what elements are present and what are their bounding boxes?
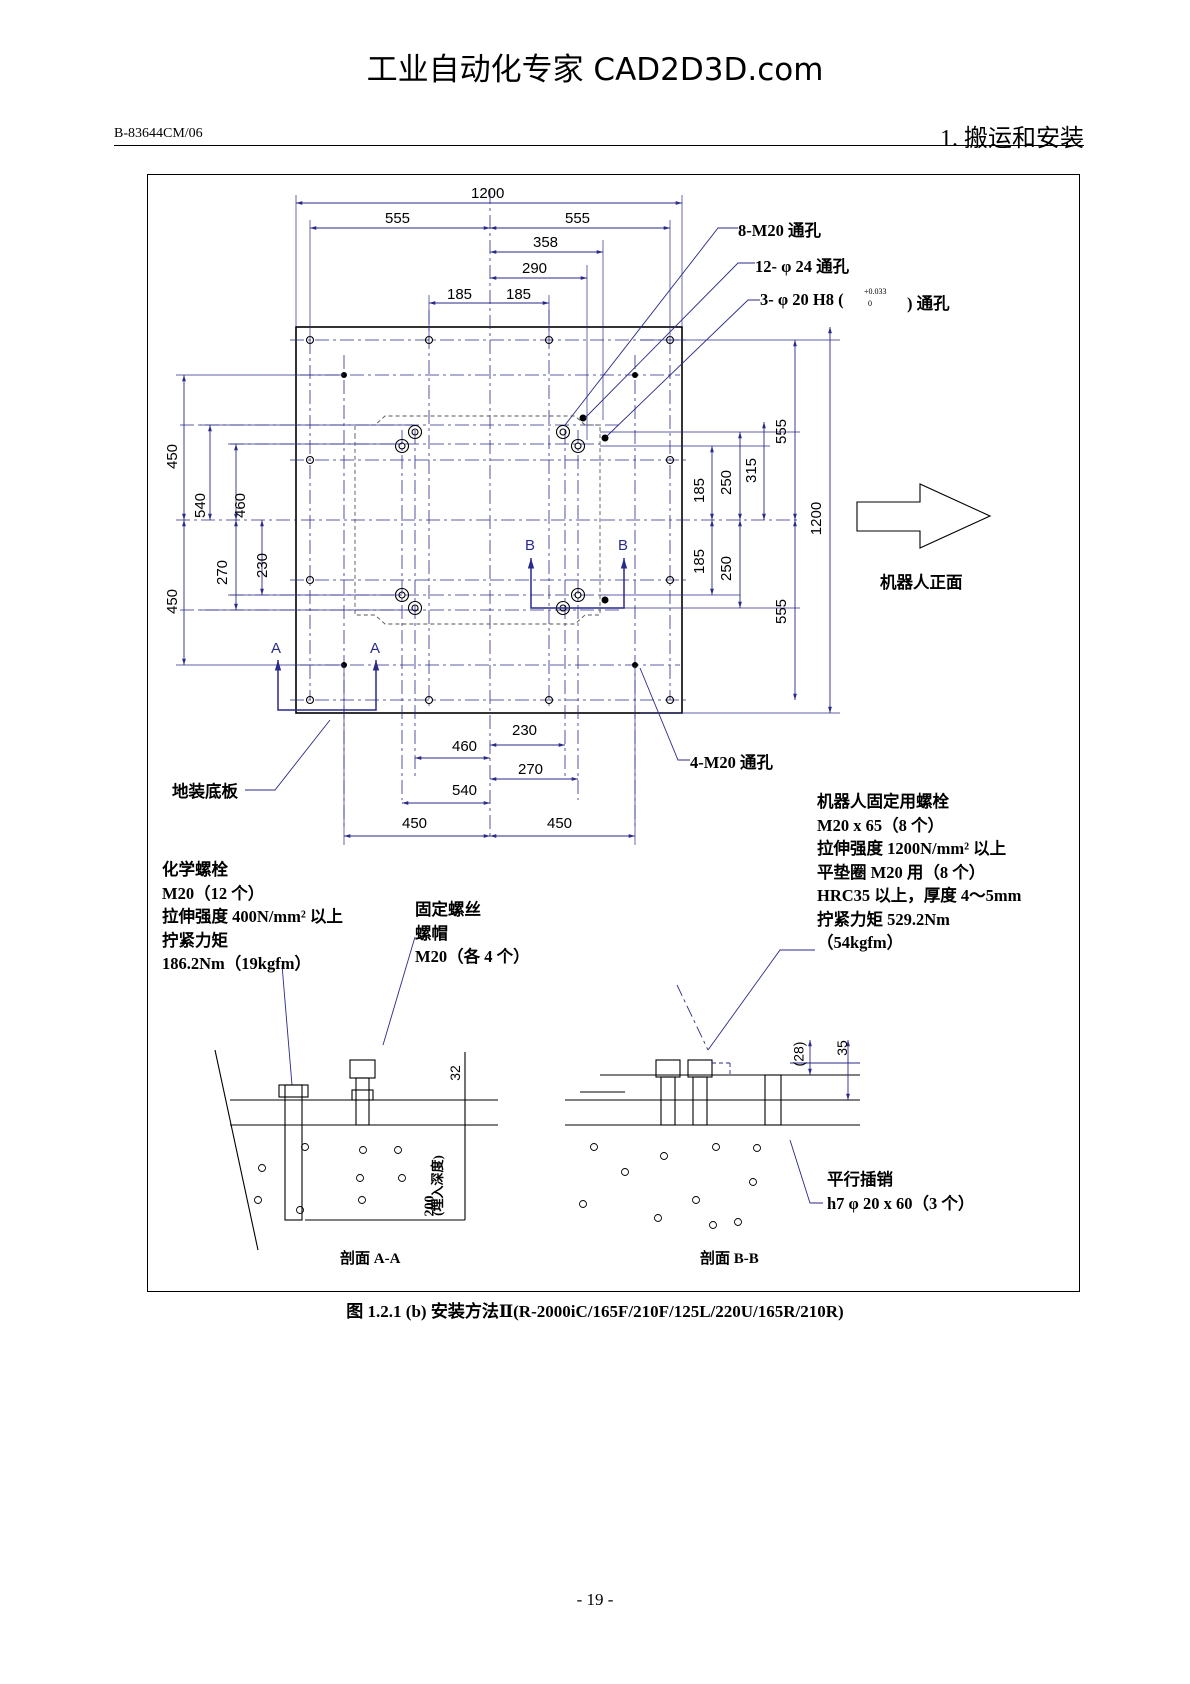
dim-450-upper: 450: [164, 443, 182, 470]
dim-540: 540: [192, 492, 210, 519]
dim-250-upper: 250: [718, 469, 736, 496]
dim-460: 460: [232, 492, 250, 519]
dim-315: 315: [743, 457, 761, 484]
dim-185-lower-right: 185: [691, 548, 709, 575]
note-fixing-screw: 固定螺丝 螺帽 M20（各 4 个）: [415, 900, 530, 966]
section-bb-dims: [676, 984, 860, 1100]
section-mark-b-right: B: [618, 537, 629, 554]
section-mark-b-left: B: [525, 537, 536, 554]
callout-floor-plate: 地装底板: [172, 782, 238, 801]
dim-32: 32: [446, 1065, 463, 1081]
dim-450-bottom-left: 450: [402, 815, 428, 832]
note-chemical-bolt: 化学螺栓 M20（12 个） 拉伸强度 400N/mm² 以上 拧紧力矩 186…: [162, 860, 343, 973]
page-number: - 19 -: [576, 1590, 614, 1609]
dim-270: 270: [214, 559, 232, 586]
dim-270-bottom: 270: [518, 761, 544, 778]
watermark: 工业自动化专家 CAD2D3D.com: [366, 52, 824, 88]
figure-caption: 图 1.2.1 (b) 安装方法Ⅱ(R-2000iC/165F/210F/125…: [346, 1302, 844, 1321]
dim-185-left: 185: [447, 286, 473, 303]
dim-555-lower-right: 555: [773, 598, 791, 625]
section-arrows: [274, 558, 628, 711]
dimension-lines: [182, 201, 832, 838]
callout-8-m20: 8-M20 通孔: [738, 221, 821, 240]
robot-front-label: 机器人正面: [880, 573, 963, 592]
dim-250-lower: 250: [718, 555, 736, 582]
dim-230-bottom: 230: [512, 722, 538, 739]
figure-frame: [147, 174, 1080, 1292]
callout-3-phi20-b: ) 通孔: [907, 294, 950, 313]
front-arrow: [856, 483, 992, 549]
callout-12-phi24: 12- φ 24 通孔: [755, 257, 850, 276]
section-aa: [214, 1049, 498, 1251]
callout-4-m20: 4-M20 通孔: [690, 753, 773, 772]
center-lines: [176, 190, 800, 840]
header-rule: [114, 145, 1084, 146]
section-label-bb: 剖面 B-B: [700, 1251, 759, 1267]
tolerance-upper: +0.033: [864, 287, 887, 296]
dim-555-right: 555: [565, 210, 591, 227]
aggregate-bb: [579, 1143, 761, 1229]
dim-450-bottom-right: 450: [547, 815, 573, 832]
dim-450-lower: 450: [164, 588, 182, 615]
section-title: 1. 搬运和安装: [940, 126, 1084, 152]
tolerance-lower: 0: [868, 299, 872, 308]
leader-lines: [245, 227, 823, 1204]
dim-200-note: (埋入深度): [429, 1155, 445, 1216]
dim-185-right: 185: [506, 286, 532, 303]
holes: [305, 335, 675, 705]
dim-540-bottom: 540: [452, 782, 478, 799]
dim-555-left: 555: [385, 210, 411, 227]
dim-555-upper-right: 555: [773, 418, 791, 445]
note-parallel-pin: 平行插销 h7 φ 20 x 60（3 个）: [827, 1170, 975, 1213]
section-mark-a-left: A: [271, 640, 282, 657]
callout-3-phi20-a: 3- φ 20 H8 (: [760, 290, 844, 309]
section-label-aa: 剖面 A-A: [340, 1251, 401, 1267]
dim-460-bottom: 460: [452, 738, 478, 755]
dim-358: 358: [533, 234, 559, 251]
section-mark-a-right: A: [370, 640, 381, 657]
dim-1200-right: 1200: [808, 501, 826, 536]
dim-290: 290: [522, 260, 548, 277]
section-bb: [565, 1059, 860, 1126]
note-robot-bolt: 机器人固定用螺栓 M20 x 65（8 个） 拉伸强度 1200N/mm² 以上…: [817, 792, 1022, 952]
robot-base-outline: [354, 415, 601, 625]
doc-code: B-83644CM/06: [114, 126, 203, 141]
aggregate-aa: [254, 1143, 406, 1214]
dim-35: 35: [833, 1040, 850, 1056]
dim-28: (28): [790, 1041, 807, 1067]
dim-1200-top: 1200: [471, 185, 505, 202]
dim-185-upper-right: 185: [691, 477, 709, 504]
dim-230: 230: [254, 552, 272, 579]
